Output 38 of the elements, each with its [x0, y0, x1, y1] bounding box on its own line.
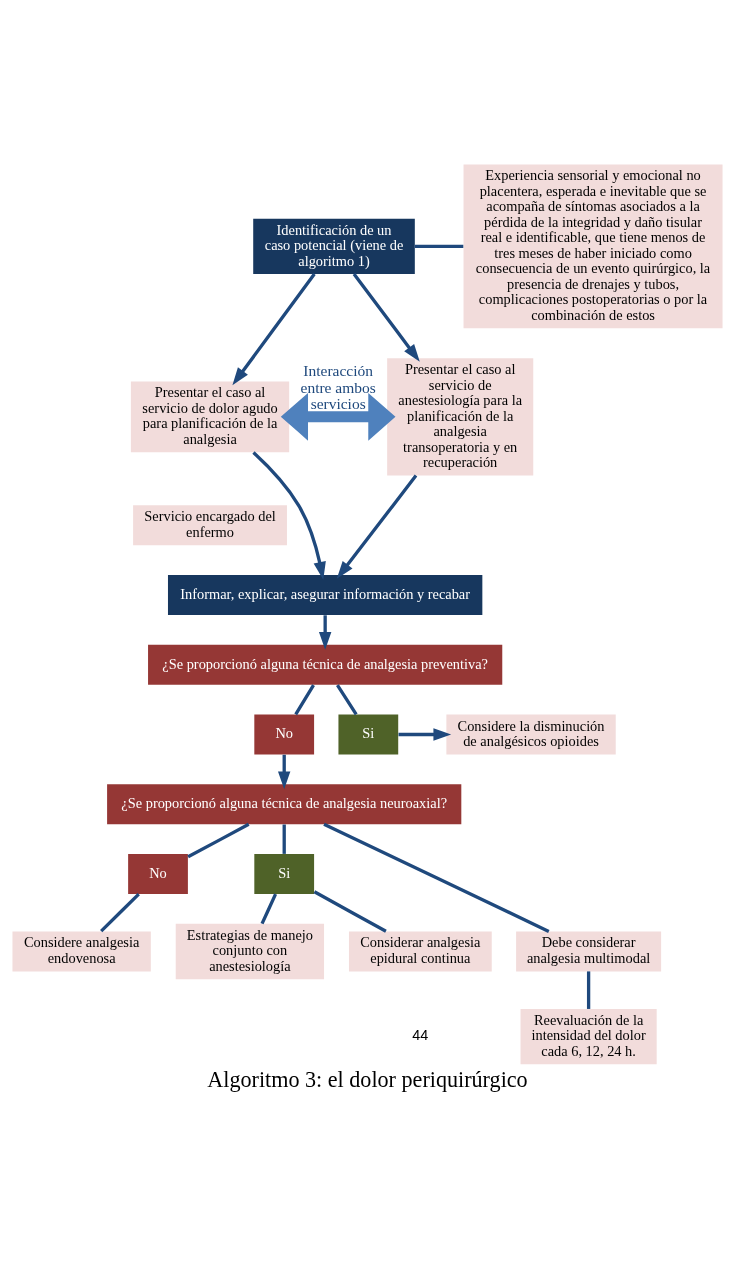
arrow [252, 451, 326, 580]
node-box: ¿Se proporcionó alguna técnica de analgesia preventiva? [148, 644, 503, 685]
label: 44 [412, 1027, 429, 1044]
node-box: Presentar el caso al servicio de anestesiología para la planificación de la analgesia transoperatoria y en recuperación [387, 358, 534, 476]
node-box: Estrategias de manejo conjunto con anestesiología [175, 923, 325, 980]
node-box: Presentar el caso al servicio de dolor agudo para planificación de la analgesia [130, 381, 290, 453]
arrow [318, 615, 332, 650]
connector [586, 971, 591, 1009]
connector [260, 893, 278, 925]
arrow [336, 474, 418, 579]
arrow [398, 728, 452, 741]
node-box: ¿Se proporcionó alguna técnica de analgesia neuroaxial? [107, 784, 462, 825]
arrow [352, 273, 420, 362]
node-box: Identificación de un caso potencial (viene de algoritmo 1) [253, 218, 415, 274]
edge-label: Interacción entre ambos servicios [300, 362, 376, 413]
connector [187, 822, 250, 859]
connector [336, 684, 358, 716]
node-box: Servicio encargado del enfermo [133, 505, 287, 546]
arrow [280, 393, 396, 441]
node-box: Si [338, 714, 399, 755]
node-box: No [254, 714, 315, 755]
node-box: Considere la disminución de analgésicos opioides [446, 714, 616, 755]
node-box: Informar, explicar, asegurar información y recabar [168, 575, 483, 615]
connector [294, 684, 315, 716]
connector [282, 824, 286, 854]
node-box: Si [254, 854, 315, 894]
connector [323, 822, 550, 933]
node-box: Experiencia sensorial y emocional no placentera, esperada e inevitable que se acompaña de síntomas asociados a la pérdida de la integridad y daño tisular real e identificable, que tiene menos de tres meses de haber iniciado como consecuencia de un evento quirúrgico, la presencia de drenajes y tubos, complicaciones postoperatorias o por la combinación de estos [463, 164, 723, 329]
arrow [232, 273, 316, 386]
node-box: Considerar analgesia epidural continua [348, 931, 492, 972]
node-box: Considere analgesia endovenosa [12, 931, 151, 972]
connector [100, 892, 140, 933]
connector [414, 244, 464, 248]
caption: Algoritmo 3: el dolor periquirúrgico [207, 1066, 528, 1092]
node-box: Debe considerar analgesia multimodal [516, 931, 662, 972]
connector [313, 890, 387, 933]
node-box: Reevaluación de la intensidad del dolor cada 6, 12, 24 h. [520, 1009, 657, 1065]
node-box: No [128, 854, 188, 894]
